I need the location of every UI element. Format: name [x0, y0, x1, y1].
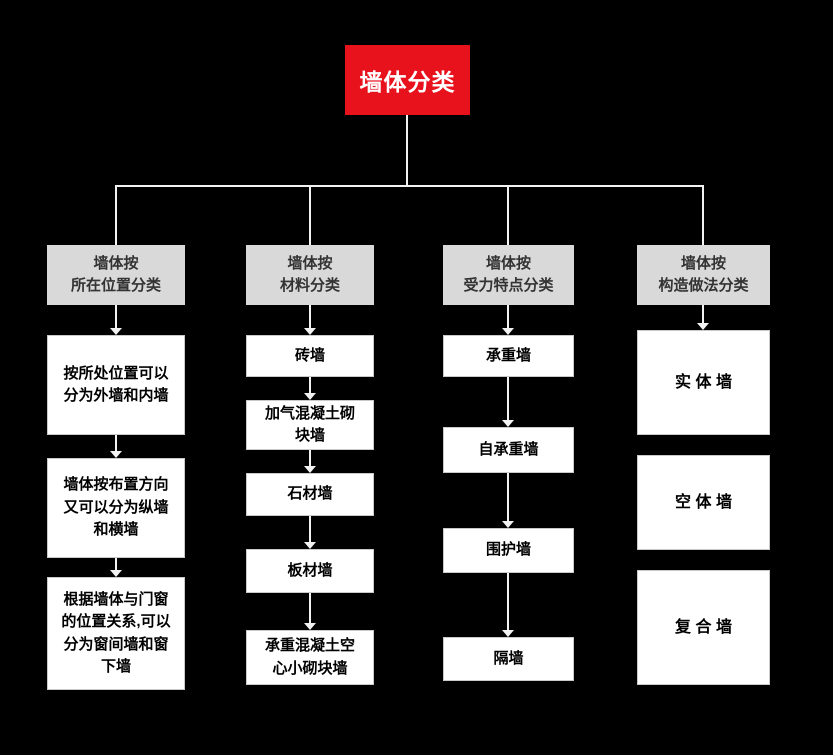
connector-stem: [406, 115, 408, 186]
arrow-head: [502, 521, 514, 528]
connector-drop-position: [115, 185, 117, 245]
header-by-load: 墙体按 受力特点分类: [443, 245, 574, 305]
header-by-construction: 墙体按 构造做法分类: [637, 245, 770, 305]
connector-drop-load: [507, 185, 509, 245]
arrow-head: [110, 451, 122, 458]
arrow-down-icon: [697, 305, 709, 330]
arrow-shaft: [309, 305, 311, 329]
header-by-position: 墙体按 所在位置分类: [47, 245, 185, 305]
node-brick-wall: 砖墙: [246, 335, 374, 377]
node-enclosure-wall: 围护墙: [443, 528, 574, 573]
arrow-shaft: [507, 305, 509, 329]
arrow-head: [304, 466, 316, 473]
arrow-shaft: [507, 377, 509, 421]
arrow-down-icon: [110, 558, 122, 577]
node-panel-wall: 板材墙: [246, 549, 374, 593]
arrow-shaft: [507, 473, 509, 522]
node-solid-wall: 实 体 墙: [637, 330, 770, 435]
arrow-head: [697, 323, 709, 330]
node-position-longitudinal-transverse: 墙体按布置方向 又可以分为纵墙 和横墙: [47, 458, 185, 558]
arrow-head: [304, 542, 316, 549]
arrow-head: [502, 630, 514, 637]
arrow-shaft: [115, 558, 117, 571]
arrow-down-icon: [304, 593, 316, 630]
arrow-head: [110, 328, 122, 335]
arrow-down-icon: [502, 573, 514, 637]
node-hollow-wall: 空 体 墙: [637, 455, 770, 550]
arrow-shaft: [115, 435, 117, 452]
node-self-supporting-wall: 自承重墙: [443, 427, 574, 473]
arrow-shaft: [309, 593, 311, 624]
connector-drop-material: [309, 185, 311, 245]
node-stone-wall: 石材墙: [246, 473, 374, 516]
root-node: 墙体分类: [345, 45, 470, 115]
arrow-head: [502, 420, 514, 427]
arrow-down-icon: [304, 377, 316, 400]
arrow-head: [304, 623, 316, 630]
node-loadbearing-hollow-block-wall: 承重混凝土空 心小砌块墙: [246, 630, 374, 685]
arrow-down-icon: [304, 516, 316, 549]
node-aerated-concrete-block-wall: 加气混凝土砌 块墙: [246, 400, 374, 450]
arrow-down-icon: [502, 473, 514, 528]
arrow-shaft: [115, 305, 117, 329]
node-position-exterior-interior: 按所处位置可以 分为外墙和内墙: [47, 335, 185, 435]
node-loadbearing-wall: 承重墙: [443, 335, 574, 377]
arrow-shaft: [309, 450, 311, 467]
arrow-down-icon: [502, 305, 514, 335]
node-partition-wall: 隔墙: [443, 637, 574, 681]
arrow-down-icon: [502, 377, 514, 427]
arrow-down-icon: [304, 450, 316, 473]
arrow-down-icon: [110, 305, 122, 335]
node-position-window-walls: 根据墙体与门窗 的位置关系,可以 分为窗间墙和窗 下墙: [47, 577, 185, 690]
arrow-head: [502, 328, 514, 335]
connector-drop-construction: [702, 185, 704, 245]
arrow-shaft: [507, 573, 509, 631]
arrow-shaft: [702, 305, 704, 324]
arrow-head: [304, 328, 316, 335]
arrow-shaft: [309, 516, 311, 543]
header-by-material: 墙体按 材料分类: [246, 245, 374, 305]
arrow-shaft: [309, 377, 311, 394]
arrow-head: [110, 570, 122, 577]
arrow-down-icon: [110, 435, 122, 458]
node-composite-wall: 复 合 墙: [637, 570, 770, 685]
arrow-head: [304, 393, 316, 400]
arrow-down-icon: [304, 305, 316, 335]
connector-bar: [115, 185, 704, 187]
